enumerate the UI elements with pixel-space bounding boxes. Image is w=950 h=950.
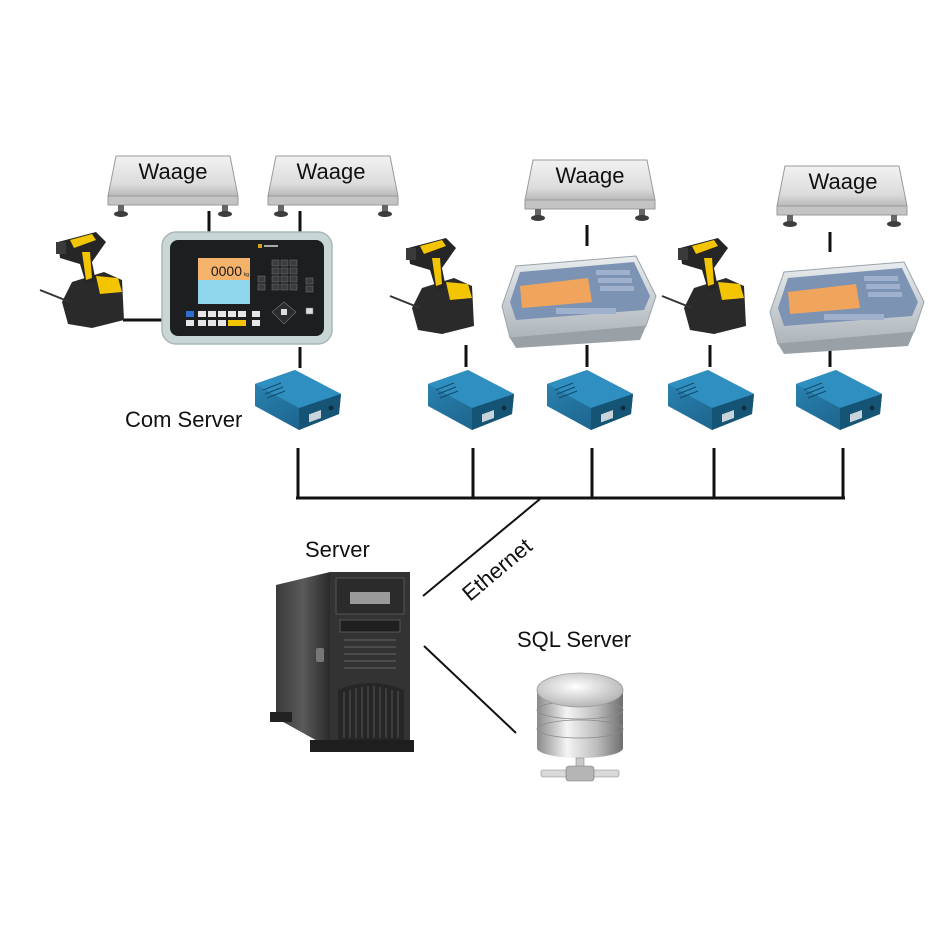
link-server-sql — [423, 645, 517, 734]
terminal-display-unit: kg — [244, 272, 250, 278]
scale-label: Waage — [809, 169, 878, 194]
database-icon — [536, 672, 624, 782]
weighing-terminal: 0000 kg — [161, 231, 333, 345]
ethernet-link-server — [422, 498, 541, 597]
com-server-2 — [427, 369, 515, 431]
barcode-scanner-1 — [39, 231, 125, 329]
com-server-label: Com Server — [125, 407, 242, 432]
barcode-scanner-3 — [661, 237, 747, 335]
scale-label: Waage — [297, 159, 366, 184]
terminal-display-value: 0000 — [211, 263, 242, 279]
scale-3: Waage — [524, 159, 656, 222]
com-server-4 — [667, 369, 755, 431]
scale-4: Waage — [776, 165, 908, 228]
com-server-3 — [546, 369, 634, 431]
com-server-1 — [254, 369, 342, 431]
sql-server-label: SQL Server — [517, 627, 631, 652]
com-server-5 — [795, 369, 883, 431]
connection-lines — [123, 211, 845, 500]
ethernet-label: Ethernet — [457, 533, 537, 606]
scale-2: Waage — [267, 155, 399, 218]
barcode-scanner-2 — [389, 237, 475, 335]
scale-1: Waage — [107, 155, 239, 218]
server-tower — [270, 572, 414, 752]
scale-label: Waage — [139, 159, 208, 184]
scale-indicator-1 — [501, 255, 657, 349]
scale-indicator-2 — [769, 261, 925, 355]
scale-label: Waage — [556, 163, 625, 188]
server-label: Server — [305, 537, 370, 562]
